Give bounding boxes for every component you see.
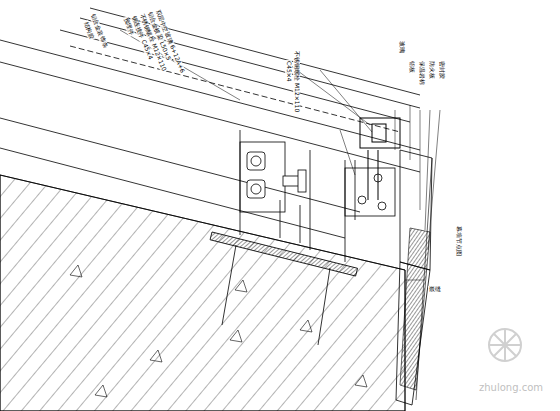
callout-label: 嵌缝 <box>428 286 442 293</box>
callout-label: 玻璃 <box>398 40 405 54</box>
callout-label: 铝板 <box>408 60 415 74</box>
callout-label: C45×4 <box>285 60 292 83</box>
callout-label: 密封胶 <box>438 60 445 80</box>
callout-label: 防火板 <box>428 60 435 80</box>
watermark: zhulong.com <box>478 382 544 393</box>
callout-label: 不锈钢螺栓 M12×110 <box>293 50 300 113</box>
callout-label: 保温岩棉 <box>418 60 425 86</box>
caption: 幕墙节点图 <box>455 225 462 257</box>
